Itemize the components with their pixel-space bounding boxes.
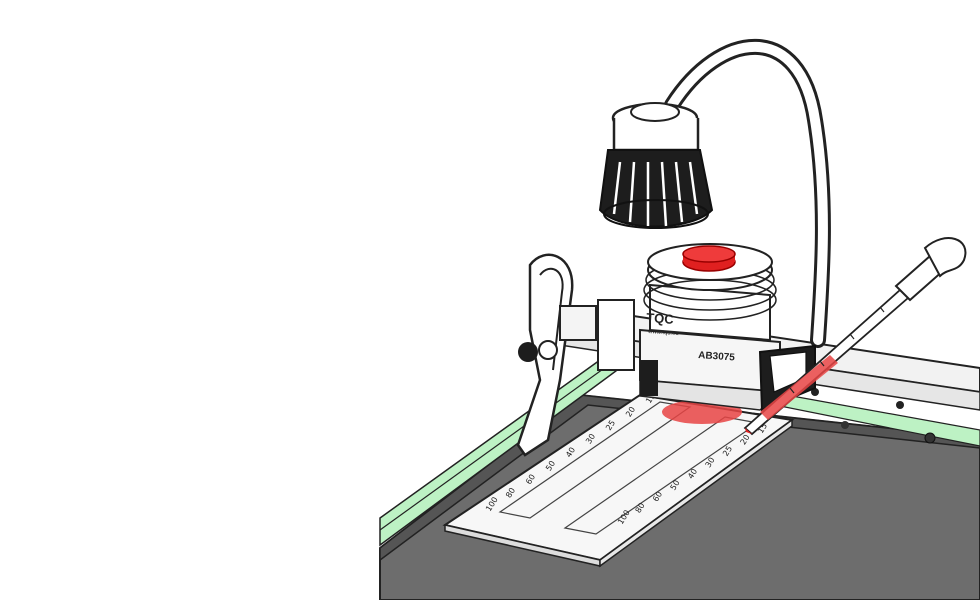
applicator: TQC www.tqc.eu AB3075 [639,243,816,412]
model-label: AB3075 [698,350,736,364]
brand-label: TQC [646,310,675,327]
clamp-icon [516,253,635,457]
pipette-icon [743,237,967,436]
website-label: www.tqc.eu [647,329,679,337]
lamp-icon [598,102,714,229]
